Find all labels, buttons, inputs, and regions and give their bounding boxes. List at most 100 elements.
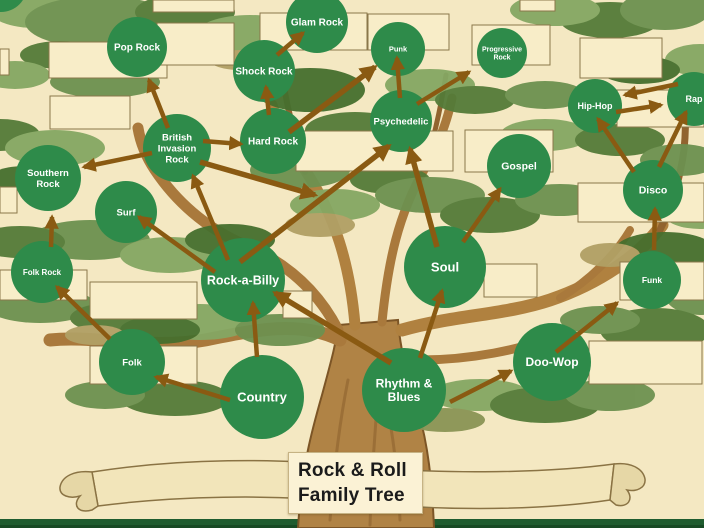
node-circle-pop-rock[interactable]: [107, 17, 167, 77]
title-line-1: Rock & Roll: [298, 459, 407, 481]
node-circle-psychedelic[interactable]: [370, 90, 432, 152]
node-circle-southern-rock[interactable]: [15, 145, 81, 211]
node-surf[interactable]: Surf: [95, 181, 157, 243]
arrow-rock-a-billy-to-psychedelic: [238, 143, 392, 265]
title-box[interactable]: Rock & Roll Family Tree: [288, 452, 423, 514]
node-rock-a-billy[interactable]: Rock-a-Billy: [201, 238, 285, 322]
node-label-rap: Rap: [685, 94, 703, 104]
arrow-soul-to-psychedelic: [405, 145, 440, 248]
arrow-rock-a-billy-to-surf: [136, 215, 217, 274]
empty-frame[interactable]: [588, 340, 703, 385]
node-hip-hop[interactable]: Hip-Hop: [568, 79, 622, 133]
node-label-psychedelic: Psychedelic: [374, 116, 429, 127]
arrow-hip-hop-to-rap: [615, 99, 664, 115]
arrow-funk-to-disco: [647, 206, 662, 251]
node-label-soul: Soul: [431, 260, 459, 275]
arrow-folk-to-folk-rock: [55, 285, 112, 341]
arrow-british-invasion-rock-to-unknown: [199, 159, 319, 200]
title-line-2: Family Tree: [298, 485, 405, 506]
empty-frame[interactable]: [156, 22, 235, 66]
node-rhythm-and-blues[interactable]: Rhythm &Blues: [362, 348, 446, 432]
arrow-soul-to-gospel: [461, 186, 502, 244]
node-label-doo-wop: Doo-Wop: [525, 355, 578, 369]
arrow-doo-wop-to-funk: [554, 301, 620, 354]
arrow-rap-to-hip-hop: [622, 81, 679, 100]
arrow-british-invasion-rock-to-southern-rock: [81, 150, 153, 172]
influence-arrows-layer: [44, 31, 689, 405]
node-label-surf: Surf: [117, 207, 137, 218]
empty-frame[interactable]: [579, 37, 663, 79]
node-label-hard-rock: Hard Rock: [248, 137, 298, 148]
empty-frame[interactable]: [49, 95, 131, 130]
node-circle-funk[interactable]: [623, 251, 681, 309]
empty-frame[interactable]: [0, 186, 18, 214]
node-label-shock-rock: Shock Rock: [235, 67, 293, 78]
node-circle-gospel[interactable]: [487, 134, 551, 198]
node-circle-rhythm-and-blues[interactable]: [362, 348, 446, 432]
node-punk[interactable]: Punk: [371, 22, 425, 76]
arrow-shock-rock-to-glam-rock: [275, 31, 306, 57]
empty-frame[interactable]: [0, 48, 10, 76]
arrow-disco-to-hip-hop: [596, 116, 636, 174]
node-folk[interactable]: Folk: [99, 329, 165, 395]
node-soul[interactable]: Soul: [404, 226, 486, 308]
node-circle-british-invasion-rock[interactable]: [143, 114, 211, 182]
arrow-psychedelic-to-punk: [390, 55, 406, 99]
node-label-funk: Funk: [642, 275, 663, 285]
node-disco[interactable]: Disco: [623, 160, 683, 220]
arrow-country-to-rock-a-billy: [246, 300, 262, 358]
node-pop-rock[interactable]: Pop Rock: [107, 17, 167, 77]
node-circle-soul[interactable]: [404, 226, 486, 308]
arrow-disco-to-rap: [656, 109, 689, 168]
node-label-folk-rock: Folk Rock: [23, 268, 62, 277]
arrow-rhythm-and-blues-to-soul: [417, 288, 446, 359]
partial-node-corner: [0, 0, 23, 12]
node-circle-hard-rock[interactable]: [240, 108, 306, 174]
arrow-rock-a-billy-to-british-invasion-rock: [190, 173, 231, 261]
node-gospel[interactable]: Gospel: [487, 134, 551, 198]
node-label-rock-a-billy: Rock-a-Billy: [207, 273, 279, 287]
empty-frame[interactable]: [519, 0, 556, 12]
node-circle-disco[interactable]: [623, 160, 683, 220]
node-doo-wop[interactable]: Doo-Wop: [513, 323, 591, 401]
empty-frame[interactable]: [152, 0, 235, 13]
arrow-rhythm-and-blues-to-rock-a-billy: [272, 290, 393, 366]
node-label-folk: Folk: [122, 357, 142, 368]
arrow-folk-rock-to-southern-rock: [44, 214, 59, 248]
node-funk[interactable]: Funk: [623, 251, 681, 309]
node-label-pop-rock: Pop Rock: [114, 43, 161, 54]
node-hard-rock[interactable]: Hard Rock: [240, 108, 306, 174]
node-circle-folk[interactable]: [99, 329, 165, 395]
arrow-country-to-folk: [153, 373, 231, 403]
node-label-glam-rock: Glam Rock: [291, 18, 344, 29]
node-psychedelic[interactable]: Psychedelic: [370, 90, 432, 152]
arrow-hard-rock-to-punk: [287, 64, 378, 135]
node-label-gospel: Gospel: [501, 161, 537, 173]
node-label-country: Country: [237, 390, 288, 405]
empty-frame[interactable]: [483, 263, 538, 298]
arrow-british-invasion-rock-to-hard-rock: [202, 135, 244, 151]
node-label-hip-hop: Hip-Hop: [578, 101, 613, 111]
node-label-punk: Punk: [389, 45, 408, 54]
node-circle-doo-wop[interactable]: [513, 323, 591, 401]
arrow-psychedelic-to-progressive-rock: [415, 70, 472, 106]
node-circle-progressive-rock[interactable]: [477, 28, 527, 78]
node-label-rhythm-and-blues: Rhythm &Blues: [376, 376, 433, 404]
node-circle-rock-a-billy[interactable]: [201, 238, 285, 322]
node-circle-country[interactable]: [220, 355, 304, 439]
arrow-rhythm-and-blues-to-doo-wop: [448, 368, 514, 405]
node-circle-punk[interactable]: [371, 22, 425, 76]
arrow-british-invasion-rock-to-pop-rock: [146, 77, 171, 129]
node-label-disco: Disco: [639, 185, 668, 197]
empty-frame[interactable]: [89, 281, 198, 320]
node-country[interactable]: Country: [220, 355, 304, 439]
